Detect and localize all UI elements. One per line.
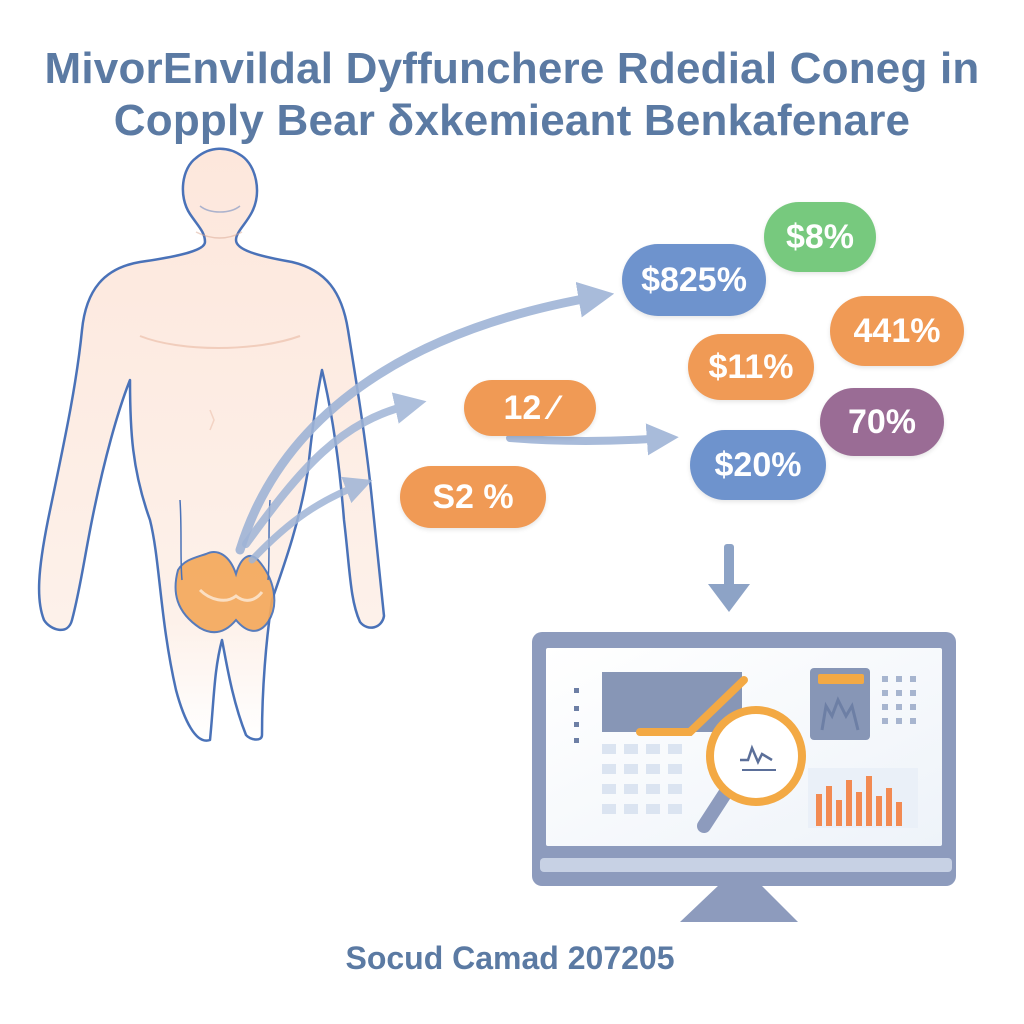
footer-label: Socud Camad 207205 (345, 940, 675, 976)
flow-arrows (235, 281, 679, 564)
desktop-monitor-icon (532, 632, 956, 922)
title-line-2: Copply Bear δxkemieant Benkafenare (113, 96, 911, 145)
screen-grid-table (602, 744, 682, 814)
screen-left-dots (574, 688, 579, 743)
badge-441: 441% (830, 296, 964, 366)
screen-bar-chart (808, 768, 918, 828)
title-line-1: MivorEnvildal Dyffunchere Rdedial Coneg … (44, 44, 980, 93)
badge-20: $20% (690, 430, 826, 500)
badge-s2: S2 % (400, 466, 546, 528)
down-arrow-icon (708, 544, 750, 612)
magnifier-icon (697, 706, 806, 833)
arrow-to-badge-1 (242, 392, 427, 548)
badge-70: 70% (820, 388, 944, 456)
badge-12: 12 ⁄ (464, 380, 596, 436)
screen-dot-grid (882, 676, 916, 724)
badge-11: $11% (688, 334, 814, 400)
arrow-badge-1-to-right (506, 423, 679, 456)
arrow-to-top-group (235, 281, 615, 555)
badge-825: $825% (622, 244, 766, 316)
human-body-figure (37, 147, 386, 742)
arrow-to-badge-2 (248, 476, 373, 564)
badge-8: $8% (764, 202, 876, 272)
abdominal-organ-icon (174, 499, 276, 634)
